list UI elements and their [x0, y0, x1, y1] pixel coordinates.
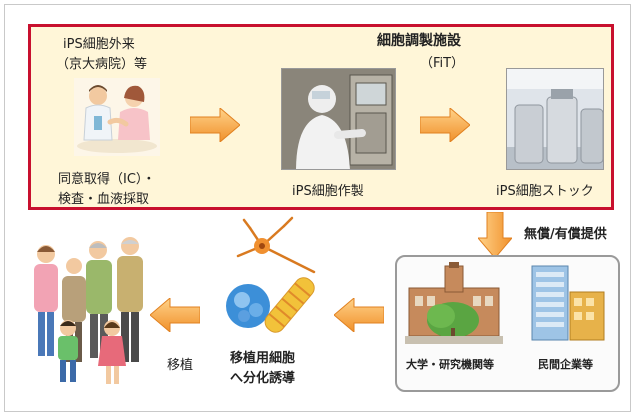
arrow-right-icon	[190, 108, 240, 142]
arrow-left-icon	[150, 298, 200, 332]
facility-abbreviation: （FiT）	[420, 56, 465, 71]
doctor-patient-illustration	[74, 78, 160, 156]
cell-production-photo	[281, 68, 396, 170]
arrow-right-icon	[420, 108, 470, 142]
facility-title: 細胞調製施設	[377, 33, 461, 49]
provision-label: 無償/有償提供	[524, 227, 607, 242]
outpatient-label-line2: （京大病院）等	[56, 57, 148, 72]
differentiation-label-line2: へ分化誘導	[230, 371, 296, 386]
university-label: 大学・研究機関等	[406, 358, 494, 371]
cell-stock-photo	[506, 68, 604, 170]
family-illustration	[34, 237, 143, 384]
arrow-left-icon	[334, 298, 384, 332]
university-building-illustration	[405, 262, 503, 344]
differentiation-label-line1: 移植用細胞	[230, 351, 296, 366]
company-label: 民間企業等	[538, 358, 593, 371]
arrow-down-icon	[478, 212, 512, 258]
stock-label: iPS細胞ストック	[496, 184, 594, 199]
consent-label-line1: 同意取得（IC）・	[58, 172, 156, 187]
company-building-illustration	[531, 265, 605, 341]
transplant-label: 移植	[167, 358, 194, 373]
production-label: iPS細胞作製	[292, 184, 364, 199]
differentiated-cells-illustration	[226, 216, 316, 333]
outpatient-label-line1: iPS細胞外来	[63, 37, 135, 52]
consent-label-line2: 検査・血液採取	[58, 192, 150, 207]
